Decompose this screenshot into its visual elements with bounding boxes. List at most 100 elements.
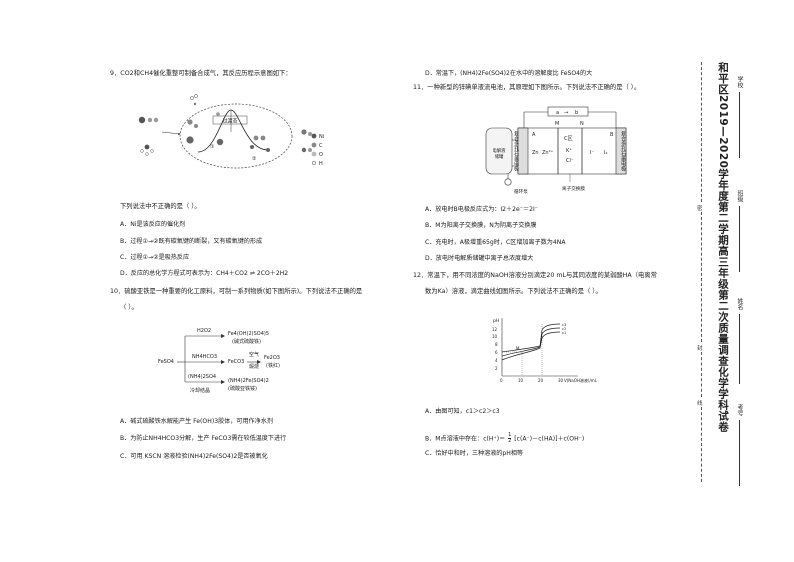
- tank-label-2: 储罐: [495, 153, 504, 160]
- q10-flow-diagram: [177, 334, 261, 384]
- y-tick-4: 4: [495, 358, 498, 363]
- cl-ion-label: Cl⁻: [566, 158, 574, 164]
- class-label: 班级: [736, 190, 743, 202]
- terminal-b: b: [575, 110, 578, 116]
- step1-label: ①: [210, 144, 215, 150]
- q10-start: FeSO4: [158, 359, 174, 365]
- exam-number-label: 考号: [736, 404, 743, 416]
- q10-product-1: Fe4(OH)2(SO4)5: [228, 331, 270, 337]
- q10-product-4: (NH4)2Fe(SO4)2: [228, 378, 269, 384]
- class-blank[interactable]: [739, 206, 740, 272]
- curve-label-c1: c1: [562, 331, 566, 335]
- q10-product-3: Fe2O3: [264, 355, 280, 361]
- q10-option-c: C．可用 KSCN 溶液检验(NH4)2Fe(SO4)2是否被氧化: [120, 453, 268, 460]
- q10-option-a: A．碱式硫酸铁水解能产生 Fe(OH)3胶体，可用作净水剂: [120, 418, 273, 425]
- name-label: 姓名: [736, 298, 743, 310]
- y-tick-8: 8: [495, 342, 498, 347]
- q9-option-c: C．过程①→②是吸热反应: [120, 254, 190, 261]
- q11-option-c: C．充电时，A极增重65g时，C区增加离子数为4NA: [425, 239, 566, 246]
- q9-option-a: A．Ni是该反应的催化剂: [120, 221, 186, 228]
- q12-option-b-suffix: [c(A⁻)－c(HA)]＋c(OH⁻): [514, 435, 585, 443]
- q12-option-b-prefix: B．M点溶液中存在：c(H⁺)＝: [425, 435, 506, 443]
- q11-stem: 11．一种新型的锌碘单液流电池，其原理如下图所示。下列说法不正确的是（ ）。: [413, 84, 641, 91]
- fraction-denominator: 2: [508, 438, 512, 444]
- exam-title: 和平区2019—2020学年度第二学期高三年级第二次质量调查化学学科试卷: [717, 62, 729, 433]
- bind-label: 封: [697, 346, 703, 352]
- q11-option-b: B．M为阳离子交换膜，N为阴离子交换膜: [425, 222, 537, 229]
- electrode-b: B: [610, 132, 614, 138]
- electrode-a: A: [532, 132, 536, 138]
- q10-product-3-note: (铁红): [266, 363, 280, 369]
- y-tick-2: 2: [495, 366, 498, 371]
- terminal-a: a: [556, 110, 559, 116]
- chart-y-label: pH: [493, 318, 499, 324]
- school-blank[interactable]: [739, 92, 740, 158]
- curve-label-c2: c2: [562, 327, 566, 331]
- right-electrode-label: 复合多孔石墨电极: [620, 131, 626, 171]
- q10-reagent-1: H2O2: [197, 328, 212, 334]
- q10-product-4-note: (硫酸亚铁铵): [228, 386, 257, 392]
- q10-reagent-2: NH4HCO3: [192, 354, 218, 360]
- q12-stem-cont: 数为Ka）溶液，滴定曲线如图所示。下列说法不正确的是（ ）。: [425, 288, 602, 295]
- name-blank[interactable]: [739, 314, 740, 384]
- q9-question: 下列说法中不正确的是（ ）。: [120, 203, 201, 210]
- q10-option-d: D．常温下，(NH4)2Fe(SO4)2在水中的溶解度比 FeSO4的大: [425, 70, 593, 77]
- q10-stem: 10．硫酸亚铁是一种重要的化工原料，可制一系列物质(如下图所示)。下列说法不正确…: [110, 288, 363, 295]
- q11-option-d: D．放电时电解质储罐中离子总浓度增大: [425, 255, 534, 262]
- membrane-n: N: [580, 121, 584, 127]
- legend-c: C: [319, 143, 323, 149]
- exchange-membrane-label: 离子交换膜: [562, 185, 585, 192]
- q9-option-b: B．过程①→②既有碳氧键的断裂，又有碳氧键的形成: [120, 238, 263, 245]
- legend-ni: Ni: [319, 134, 324, 140]
- q12-option-b-fraction: 1 2: [508, 432, 512, 444]
- point-m: M: [516, 346, 520, 351]
- q9-option-d: D．反应的总化学方程式可表示为：CH4＋CO2 ⇌ 2CO＋2H2: [120, 270, 289, 277]
- y-tick-10: 10: [492, 334, 498, 339]
- chart-x-label: V(NaOH溶液)/mL: [564, 377, 598, 383]
- q9-stem: 9．CO2和CH4催化重整可制备合成气，其反应历程示意图如下：: [110, 70, 292, 77]
- q10-condition-calcine: 煅烧: [249, 364, 260, 370]
- membrane-m: M: [555, 121, 559, 127]
- q10-product-1-note: (碱式硫酸铁): [232, 339, 261, 345]
- q10-option-b: B．为防止NH4HCO3分解，生产 FeCO3需在较低温度下进行: [120, 435, 287, 442]
- q12-titration-chart: pH 12 10 8 6 4 2 0 10 20 30 V(NaOH溶液)/mL…: [492, 318, 598, 383]
- zn-label: Zn: [532, 150, 539, 156]
- i2-label: I₂: [604, 150, 607, 156]
- q11-option-a: A．放电时B电极反应式为：I2＋2e⁻＝2I⁻: [425, 206, 538, 213]
- x-tick-20: 20: [538, 378, 544, 383]
- x-tick-30: 30: [558, 378, 564, 383]
- k-ion-label: K⁺: [566, 148, 572, 154]
- exam-number-blank[interactable]: [739, 420, 740, 486]
- x-tick-10: 10: [518, 378, 524, 383]
- q10-condition-air: 空气: [249, 352, 260, 358]
- school-label: 学校: [736, 76, 743, 88]
- fraction-numerator: 1: [508, 432, 512, 439]
- left-electrode-label: 复合多孔石墨电极: [513, 131, 519, 171]
- transition-state-label: 过渡态: [222, 118, 237, 125]
- tank-label-1: 电解液: [493, 147, 507, 154]
- i-ion-label: I⁻: [590, 150, 594, 156]
- q10-reagent-3: (NH4)2SO4: [188, 374, 217, 380]
- line-label: 线: [697, 401, 703, 407]
- q10-stem-cont: （ ）。: [120, 304, 138, 311]
- x-tick-0: 0: [500, 378, 503, 383]
- c-area-label: C区: [564, 136, 573, 142]
- step2-label: ②: [252, 156, 257, 162]
- y-tick-6: 6: [495, 350, 498, 355]
- curve-label-c3: c3: [562, 323, 566, 327]
- legend-o: O: [319, 152, 323, 158]
- pump-label: 循环泵: [514, 188, 528, 195]
- legend-h: H: [319, 161, 323, 167]
- svg-text:→: →: [564, 110, 568, 116]
- zn-ion-label: Zn²⁺: [542, 150, 554, 156]
- y-tick-12: 12: [492, 327, 498, 332]
- q9-reaction-diagram: 过渡态 ① ② Ni C O H: [138, 94, 324, 169]
- binding-dashed-line: 密 封 线: [697, 62, 707, 482]
- q10-reagent-3-note: 冷却结晶: [190, 388, 211, 394]
- q12-option-b: B．M点溶液中存在：c(H⁺)＝ 1 2 [c(A⁻)－c(HA)]＋c(OH⁻…: [425, 433, 584, 444]
- q12-option-a: A．由图可知，c1＞c2＞c3: [425, 408, 500, 415]
- q11-battery-diagram: a b → 电解液 储罐 A B M N Zn Zn²⁺ C区 K⁺ Cl⁻ I…: [485, 106, 627, 195]
- q12-option-c: C．恰好中和时，三种溶液的pH相等: [425, 450, 524, 457]
- q12-stem: 12．常温下，用不同浓度的NaOH溶液分别滴定20 mL与其同浓度的某弱酸HA（…: [413, 272, 657, 279]
- q10-product-2: FeCO3: [228, 359, 245, 365]
